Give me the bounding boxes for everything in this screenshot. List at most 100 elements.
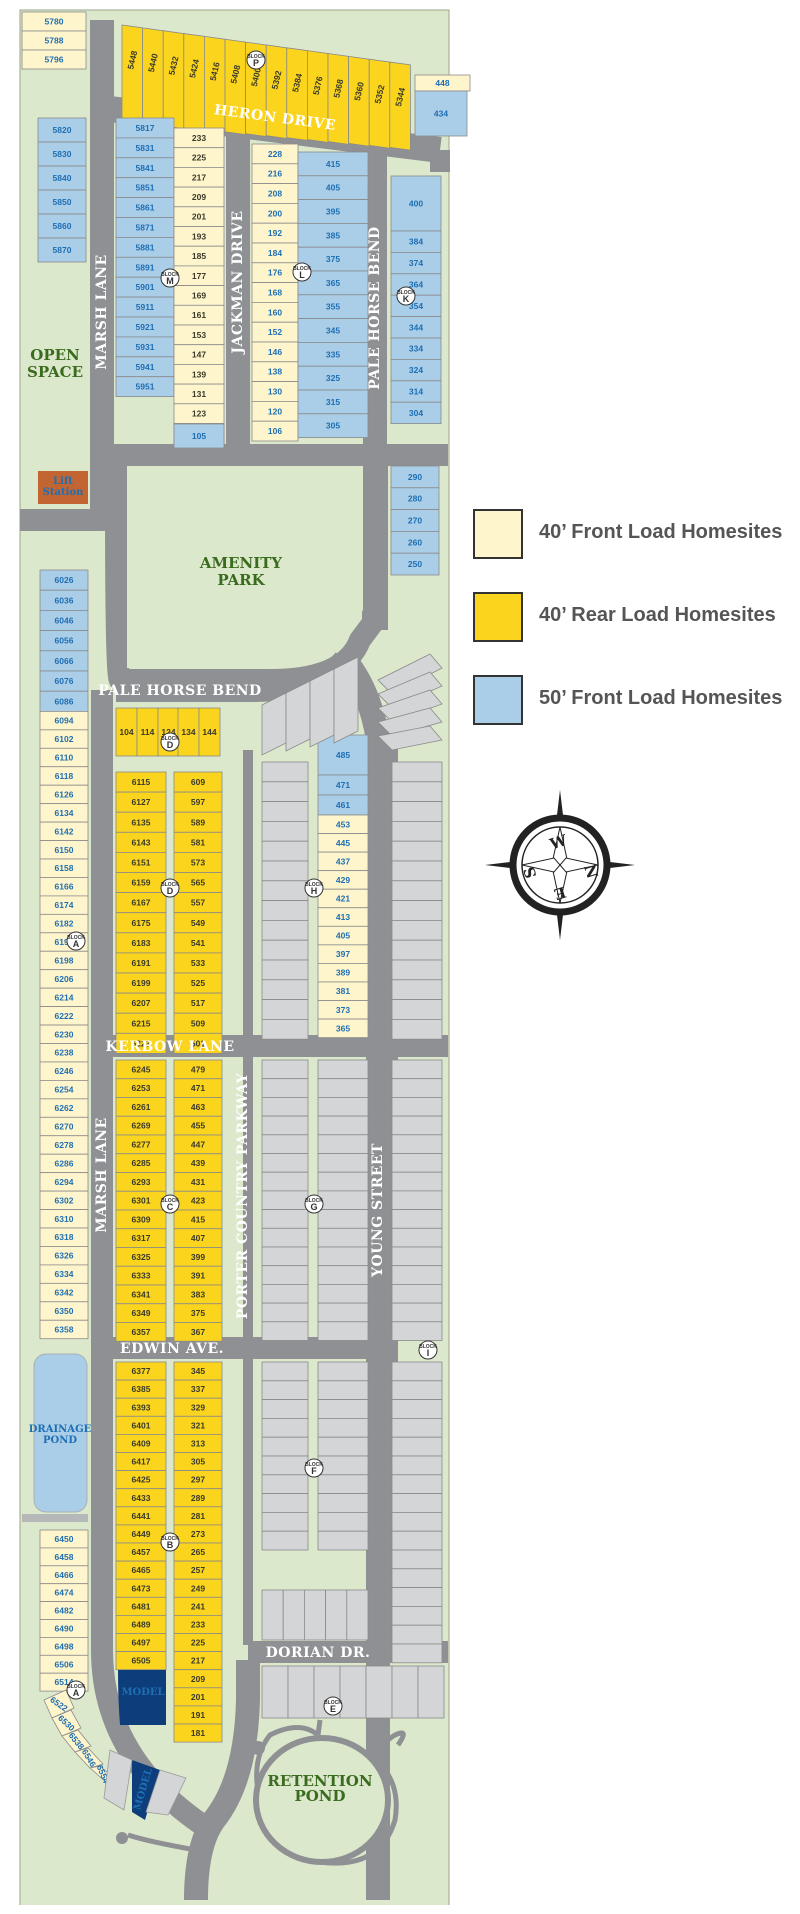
lot: 6262 <box>39 1098 89 1118</box>
lot: 313 <box>173 1434 223 1453</box>
lot: 6449 <box>115 1524 167 1544</box>
lot: 270 <box>390 509 440 532</box>
street-label: DORIAN DR. <box>266 1645 371 1661</box>
future-lot <box>261 1455 309 1476</box>
future-lot <box>391 801 443 822</box>
future-lot <box>317 1209 369 1229</box>
street-label: MARSH LANE <box>94 1117 110 1232</box>
lot-number: 153 <box>192 330 206 340</box>
future-lot <box>261 979 309 1000</box>
lot: 6115 <box>115 771 167 793</box>
future-lot <box>261 1418 309 1438</box>
lot: 5432 <box>162 30 185 130</box>
lot: 161 <box>173 304 225 326</box>
lot-number: 6358 <box>55 1324 74 1334</box>
lot: 181 <box>173 1723 223 1743</box>
lot: 463 <box>173 1097 223 1117</box>
lot-number: 6466 <box>55 1570 74 1580</box>
compass-e: E <box>552 883 568 904</box>
lot-number: 6342 <box>55 1288 74 1298</box>
lot-number: 6302 <box>55 1195 74 1205</box>
legend-label: 40’ Front Load Homesites <box>539 521 783 543</box>
lot: 184 <box>251 242 299 264</box>
street-label: MARSH LANE <box>94 254 110 369</box>
lot-number: 5432 <box>166 55 180 76</box>
lot: 6135 <box>115 811 167 833</box>
compass-rose-icon: W N S E <box>485 790 635 940</box>
lot: 374 <box>390 251 442 275</box>
lot: 5820 <box>37 117 87 143</box>
future-lot <box>261 1665 289 1719</box>
lot-number: 5891 <box>136 262 155 272</box>
lot-number: 5796 <box>45 55 64 65</box>
lot: 453 <box>317 814 369 834</box>
block-word: BLOCK <box>67 1684 85 1690</box>
lot: 5831 <box>115 137 175 159</box>
lot-number: 305 <box>326 421 340 431</box>
lot-number: 6151 <box>132 857 151 867</box>
block-word: BLOCK <box>161 882 179 888</box>
future-lot <box>377 671 443 709</box>
lot: 329 <box>173 1397 223 1417</box>
lot: 6183 <box>115 932 167 954</box>
lot-number: 6401 <box>132 1420 151 1430</box>
future-lot <box>317 1474 369 1495</box>
lot: 260 <box>390 531 440 554</box>
lot-number: 6115 <box>132 777 151 787</box>
lot: 153 <box>173 324 225 346</box>
legend-label: 50’ Front Load Homesites <box>539 687 783 709</box>
lot-number: 5841 <box>136 163 155 173</box>
lot: 5881 <box>115 236 175 258</box>
lot: 5951 <box>115 376 175 398</box>
lot-number: 6198 <box>55 955 74 965</box>
lot-number: 5830 <box>53 149 72 159</box>
lot-number: 461 <box>336 800 350 810</box>
lot-number: 225 <box>192 153 206 163</box>
lot-number: 400 <box>409 199 423 209</box>
future-lot <box>261 1284 309 1304</box>
lift-station <box>38 471 88 504</box>
lot: 5360 <box>348 55 370 147</box>
lot: 6385 <box>115 1379 167 1399</box>
lot: 6294 <box>39 1172 89 1192</box>
lot: 6159 <box>115 872 167 894</box>
lot: 297 <box>173 1470 223 1490</box>
lot: 200 <box>251 202 299 224</box>
lot: 6309 <box>115 1209 167 1230</box>
lot-number: 6482 <box>55 1606 74 1616</box>
lot-number: 6086 <box>55 696 74 706</box>
future-lot <box>391 1171 443 1192</box>
lot-number: 5860 <box>53 221 72 231</box>
lot: 5941 <box>115 356 175 378</box>
block-letter: D <box>167 886 174 896</box>
lot: 6522 <box>43 1689 75 1719</box>
lot: 581 <box>173 831 223 853</box>
lot-number: 6285 <box>132 1158 151 1168</box>
lot-number: 344 <box>409 322 423 332</box>
lot-number: 5931 <box>136 342 155 352</box>
lot-number: 6301 <box>132 1196 151 1206</box>
lot: 241 <box>173 1596 223 1616</box>
lot: 5850 <box>37 189 87 215</box>
future-lot <box>391 1078 443 1098</box>
lot: 185 <box>173 245 225 267</box>
future-lot <box>377 689 443 723</box>
lot-number: 385 <box>326 230 340 240</box>
lot-number: 176 <box>268 268 282 278</box>
lot: 6490 <box>39 1619 89 1638</box>
block-word: BLOCK <box>305 1198 323 1204</box>
future-lot <box>261 1530 309 1551</box>
compass-s: S <box>520 865 540 881</box>
lot-number: 447 <box>191 1139 205 1149</box>
lot-number: 549 <box>191 918 205 928</box>
lot-number: 589 <box>191 817 205 827</box>
lot-number: 391 <box>191 1271 205 1281</box>
lot-number: 138 <box>268 367 282 377</box>
lot: 6357 <box>115 1322 167 1342</box>
lot-number: 6118 <box>55 771 74 781</box>
street-label: PALE HORSE BEND <box>367 226 383 389</box>
lot: 6458 <box>39 1547 89 1567</box>
lot: 335 <box>297 341 369 367</box>
future-lot <box>391 1019 443 1040</box>
